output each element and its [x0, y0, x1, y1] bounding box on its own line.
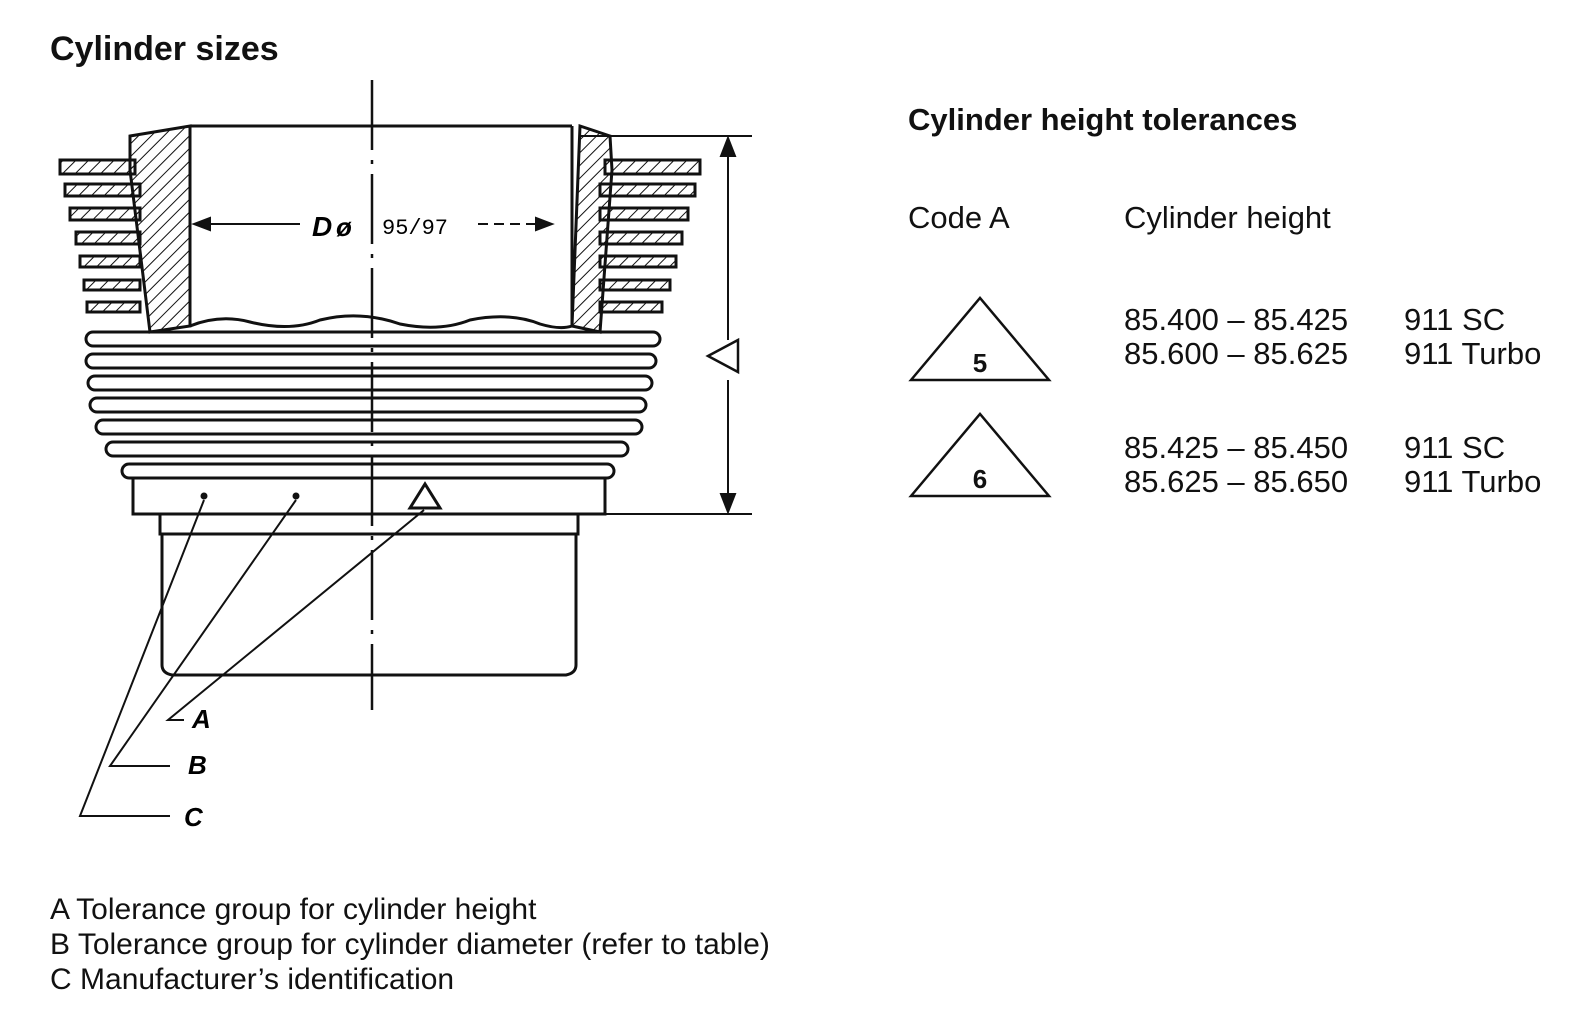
marking-dot-c: [200, 492, 208, 500]
tolerance-row: 6 85.425 – 85.450 911 SC 85.625 – 85.650…: [908, 410, 1568, 540]
height-range: 85.425 – 85.450: [1124, 430, 1349, 465]
height-range: 85.400 – 85.425: [1124, 302, 1349, 337]
height-range: 85.625 – 85.650: [1124, 464, 1349, 499]
cylinder-wall-sections: [128, 123, 614, 334]
height-dimension: [580, 135, 752, 515]
marking-triangle-a: [407, 481, 443, 510]
column-header-code: Code A: [908, 200, 1010, 235]
cylinder-spigot-ring: [158, 512, 580, 536]
callout-b: B: [188, 750, 207, 780]
model-name: 911 SC: [1404, 430, 1506, 465]
tolerance-row: 5 85.400 – 85.425 911 SC 85.600 – 85.625…: [908, 294, 1568, 424]
legend-text: Tolerance group for cylinder height: [76, 893, 537, 926]
left-cooling-fins: [58, 158, 142, 314]
height-triangle-symbol: [705, 337, 740, 375]
cylinder-cross-section-diagram: D ø 95/97 A B C: [58, 80, 752, 832]
legend-key: C: [50, 963, 72, 996]
diameter-symbol: D: [312, 211, 332, 242]
legend-text: Manufacturer’s identification: [80, 963, 455, 996]
height-range: 85.600 – 85.625: [1124, 336, 1349, 371]
model-name: 911 Turbo: [1404, 336, 1542, 371]
break-line: [189, 314, 573, 330]
legend-text: Tolerance group for cylinder diameter (r…: [77, 928, 770, 961]
column-header-height: Cylinder height: [1124, 200, 1331, 235]
callout-a: A: [191, 704, 211, 734]
legend-item: B Tolerance group for cylinder diameter …: [50, 927, 770, 962]
tolerances-title: Cylinder height tolerances: [908, 102, 1298, 137]
cylinder-skirt: [160, 534, 578, 677]
legend: A Tolerance group for cylinder height B …: [50, 892, 770, 997]
code-triangle-icon: [908, 412, 1052, 498]
diameter-dimension: [191, 216, 555, 232]
marking-dot-b: [292, 492, 300, 500]
right-cooling-fins: [598, 158, 702, 314]
legend-item: A Tolerance group for cylinder height: [50, 892, 770, 927]
code-value: 6: [972, 464, 988, 494]
page-title: Cylinder sizes: [50, 30, 279, 68]
diameter-value: 95/97: [382, 216, 448, 241]
legend-item: C Manufacturer’s identification: [50, 962, 770, 997]
model-name: 911 Turbo: [1404, 464, 1542, 499]
code-triangle-icon: [908, 296, 1052, 382]
model-name: 911 SC: [1404, 302, 1506, 337]
diameter-sign: ø: [336, 212, 352, 242]
callout-c: C: [184, 802, 204, 832]
legend-key: A: [50, 893, 69, 926]
legend-key: B: [50, 928, 71, 961]
code-value: 5: [972, 348, 988, 378]
callout-leaders: [78, 499, 425, 817]
